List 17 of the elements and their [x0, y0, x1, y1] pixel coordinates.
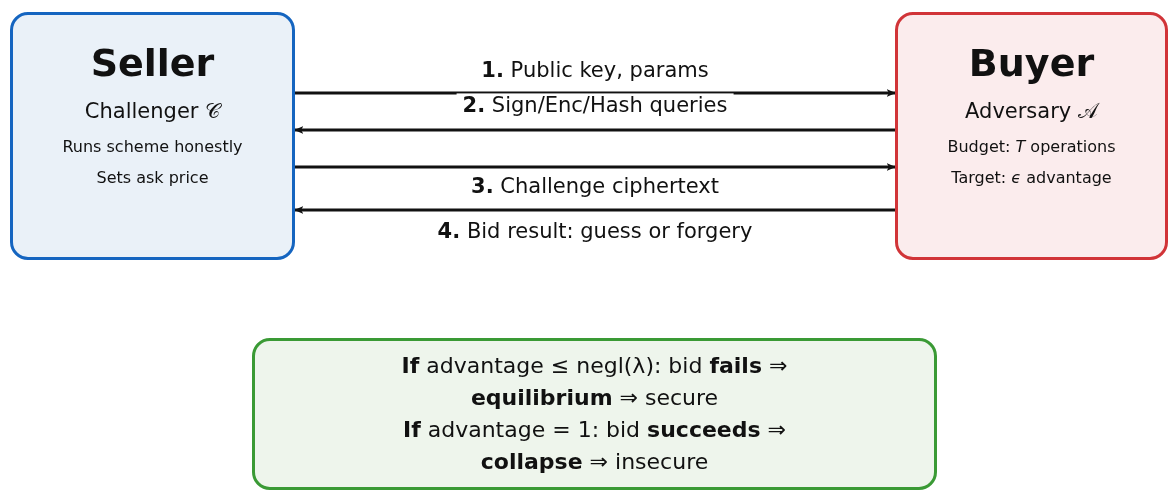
role-subtitle: Adversary 𝒜	[965, 98, 1098, 123]
note-box	[252, 338, 937, 490]
role-detail: Runs scheme honestly	[62, 136, 243, 156]
arrow	[295, 163, 896, 171]
arrow	[294, 206, 895, 214]
role-detail: Target: ϵ advantage	[951, 167, 1112, 187]
role-box	[10, 12, 295, 260]
edge-label: 2. Sign/Enc/Hash queries	[456, 93, 734, 119]
role-subtitle: Challenger 𝒞	[84, 98, 221, 123]
role-detail: Sets ask price	[96, 167, 209, 187]
condition-text: If advantage = 1: bid succeeds ⇒ collapse ⇒ insecure	[401, 416, 788, 476]
role-box	[895, 12, 1168, 260]
role-heading: Buyer	[968, 41, 1095, 87]
arrow	[295, 89, 896, 97]
role-detail: Budget: T operations	[947, 136, 1116, 156]
role-heading: Seller	[90, 41, 215, 87]
arrow	[294, 126, 895, 134]
